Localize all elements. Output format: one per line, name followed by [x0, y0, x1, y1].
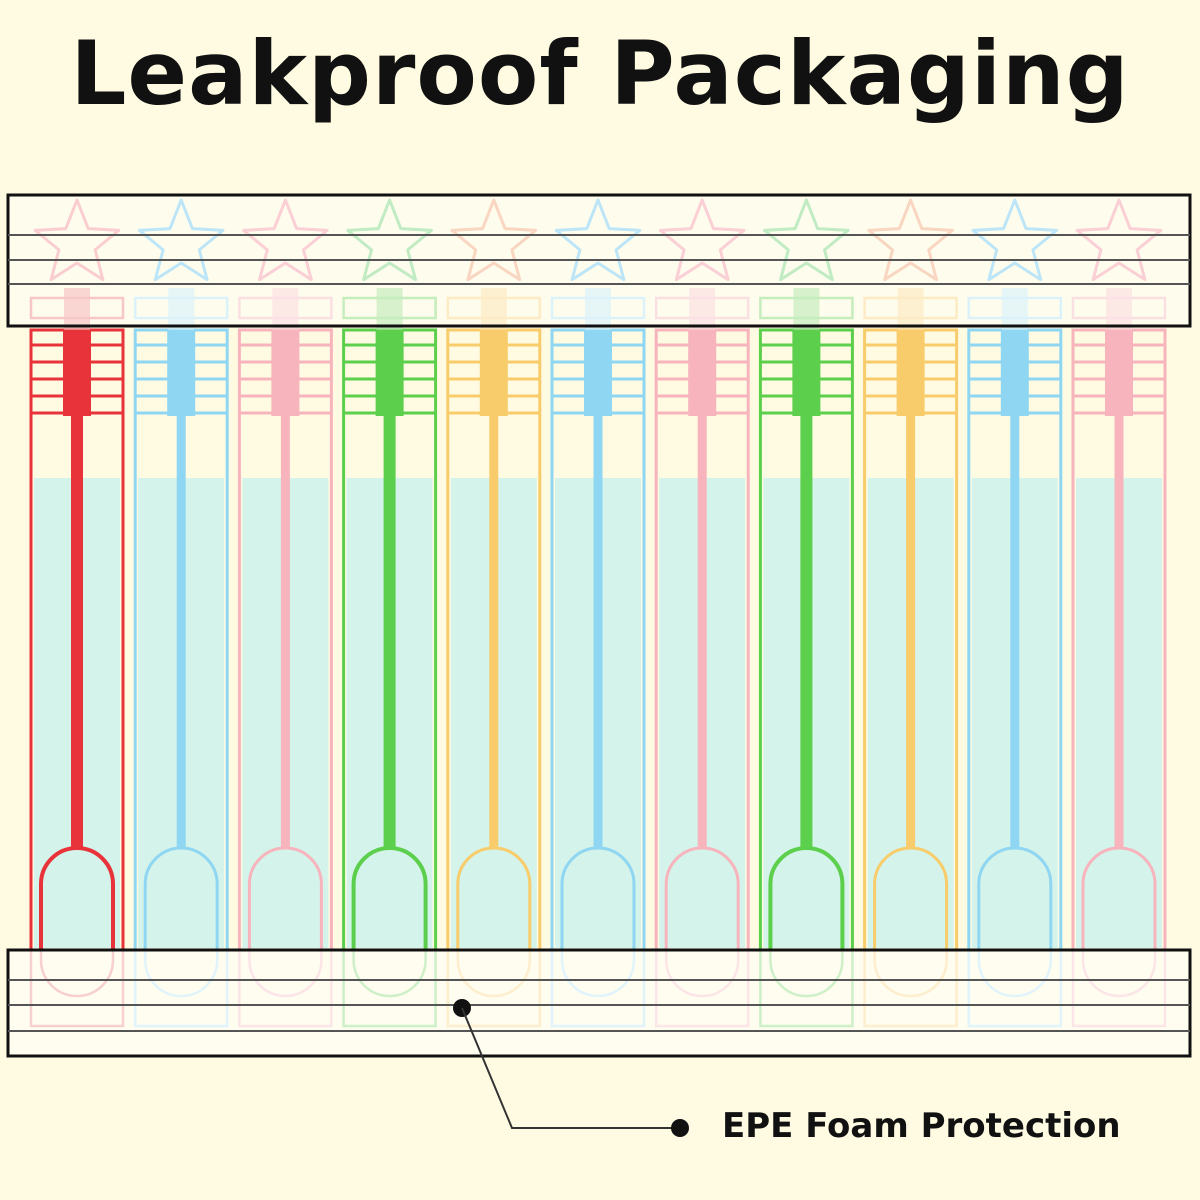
- tube: [133, 198, 229, 1028]
- wand-scoop: [351, 846, 428, 950]
- wand-handle: [375, 330, 404, 416]
- wand-handle-faded: [480, 288, 507, 330]
- tube: [29, 198, 125, 1028]
- wand-scoop: [1081, 846, 1157, 950]
- wand-handle: [167, 330, 196, 416]
- tube: [863, 198, 959, 1028]
- wand-handle-faded: [793, 288, 820, 330]
- wand-scoop: [664, 846, 740, 950]
- star-icon: [346, 198, 433, 282]
- bottom-foam-outline: [6, 948, 1192, 1058]
- star-icon: [242, 198, 329, 282]
- tube: [1071, 198, 1167, 1028]
- wand-scoop: [456, 846, 532, 950]
- page-title: Leakproof Packaging: [70, 22, 1130, 125]
- wand-handle: [479, 330, 508, 416]
- wand-handle-faded: [1106, 288, 1132, 330]
- star-icon: [658, 198, 746, 282]
- callout-label: EPE Foam Protection: [722, 1106, 1121, 1146]
- tube: [550, 198, 646, 1028]
- wand-handle: [896, 330, 925, 416]
- wand-scoop-faded: [248, 950, 323, 998]
- wand-scoop-faded: [1081, 950, 1157, 998]
- star-icon: [137, 198, 225, 282]
- wand-handle-faded: [376, 288, 403, 330]
- star-icon: [971, 198, 1059, 282]
- wand-handle: [584, 330, 612, 416]
- tube: [237, 198, 333, 1028]
- tube: [654, 198, 750, 1028]
- wand-scoop: [247, 846, 323, 950]
- wand-handle-faded: [689, 288, 716, 330]
- callout-leader: [453, 999, 689, 1137]
- wand-handle-faded: [64, 288, 90, 330]
- star-icon: [1075, 198, 1163, 282]
- wand-scoop: [977, 846, 1053, 950]
- wand-handle-faded: [168, 288, 195, 330]
- wand-handle: [63, 330, 91, 416]
- wand-scoop: [768, 846, 845, 950]
- wand-scoop-faded: [977, 950, 1053, 998]
- wand-handle-faded: [897, 288, 924, 330]
- wand-handle: [271, 330, 300, 416]
- bottom-foam-block: [6, 948, 1192, 1058]
- wand-scoop-faded: [560, 950, 636, 998]
- wand-scoop: [143, 846, 219, 950]
- wand-scoop-faded: [664, 950, 740, 998]
- wand-scoop-faded: [769, 950, 844, 998]
- tube-row: [29, 198, 1167, 1028]
- callout-dot-end: [671, 1119, 689, 1137]
- tube: [758, 198, 854, 1028]
- wand-handle: [1000, 330, 1029, 416]
- wand-scoop-faded: [873, 950, 948, 998]
- star-icon: [450, 198, 538, 282]
- wand-handle-faded: [1001, 288, 1028, 330]
- wand-handle-faded: [585, 288, 611, 330]
- wand-handle-faded: [272, 288, 299, 330]
- star-icon: [763, 198, 850, 282]
- wand-scoop-faded: [39, 950, 115, 998]
- wand-handle: [1105, 330, 1133, 416]
- tube: [342, 198, 438, 1028]
- wand-scoop: [560, 846, 636, 950]
- wand-scoop-faded: [143, 950, 219, 998]
- star-icon: [867, 198, 954, 282]
- star-icon: [554, 198, 642, 282]
- wand-handle: [792, 330, 821, 416]
- tube: [967, 198, 1063, 1028]
- wand-scoop: [39, 846, 115, 950]
- callout-line: [461, 1007, 680, 1129]
- wand-handle: [688, 330, 717, 416]
- wand-scoop-faded: [456, 950, 532, 998]
- wand-scoop: [873, 846, 949, 950]
- wand-scoop-faded: [352, 950, 427, 998]
- top-foam-block: [6, 193, 1192, 328]
- star-icon: [33, 198, 121, 282]
- tube: [446, 198, 542, 1028]
